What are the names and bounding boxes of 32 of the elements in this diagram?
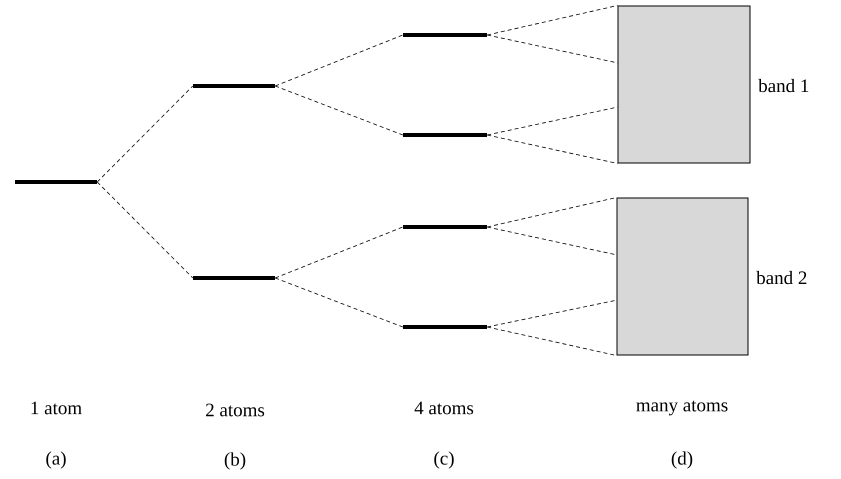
panel-letter: (a) — [46, 451, 66, 469]
energy-level — [403, 33, 487, 37]
energy-band — [616, 198, 748, 356]
band-label: band 1 — [758, 78, 808, 92]
energy-level — [15, 180, 97, 184]
dashed-line — [486, 326, 617, 356]
energy-level — [403, 325, 487, 329]
dashed-line — [486, 226, 617, 256]
dashed-line — [486, 197, 617, 228]
dashed-line — [96, 182, 194, 278]
energy-level — [193, 84, 275, 88]
energy-level — [403, 225, 487, 229]
dashed-line — [96, 86, 194, 182]
panel-letter: (b) — [224, 452, 246, 470]
dashed-line — [274, 226, 404, 278]
dashed-line — [274, 34, 404, 86]
panel-letter: (c) — [434, 451, 454, 469]
dashed-line — [274, 278, 404, 328]
band-label: band 2 — [756, 270, 806, 284]
energy-band — [618, 6, 750, 164]
energy-level — [193, 276, 275, 280]
caption-label: 1 atom — [32, 402, 82, 414]
caption-label: 2 atoms — [206, 404, 264, 416]
dashed-line — [486, 300, 617, 328]
dashed-line — [486, 5, 618, 36]
dashed-line — [486, 106, 618, 136]
panel-letter: (d) — [672, 451, 692, 469]
dashed-line — [486, 134, 618, 164]
caption-label: 4 atoms — [414, 402, 474, 414]
dashed-line — [274, 86, 404, 136]
caption-label: many atoms — [636, 400, 728, 416]
energy-level — [403, 133, 487, 137]
